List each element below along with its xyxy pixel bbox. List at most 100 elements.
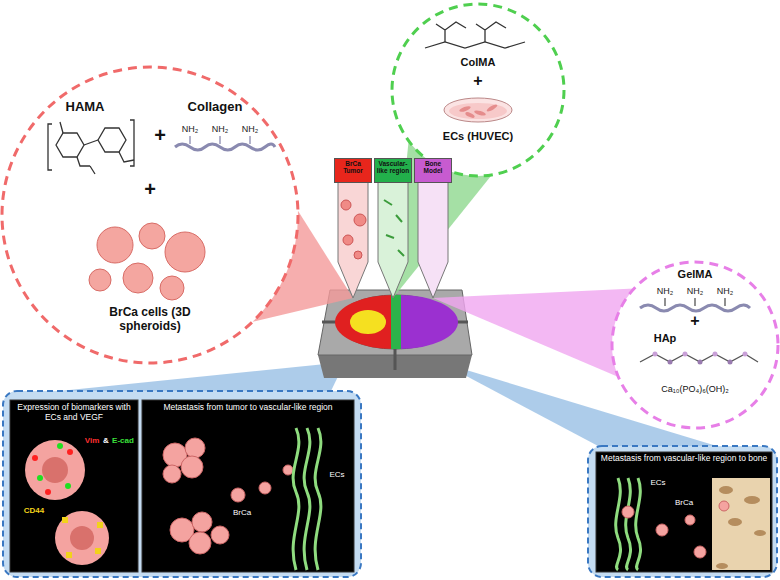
tumor-cell — [694, 546, 706, 558]
bone-lacuna — [754, 530, 766, 536]
ecad-marker — [57, 443, 63, 449]
bone-matrix — [712, 478, 770, 570]
tumor-cell — [25, 440, 85, 500]
tumor-cell — [163, 465, 181, 483]
chip-channel — [322, 321, 337, 324]
cd44-marker — [66, 552, 72, 558]
spheroid — [354, 251, 362, 259]
atom — [713, 352, 718, 357]
petri-dish — [444, 98, 512, 122]
node-text: + — [140, 178, 160, 201]
panel-background — [10, 400, 138, 572]
cd44-marker — [62, 517, 68, 523]
tube-body — [378, 182, 408, 298]
dish-rim — [444, 98, 512, 122]
tube-label-band — [335, 159, 372, 183]
tumor-cell — [189, 532, 211, 554]
amine-label: NH₂ — [178, 124, 202, 134]
node-text: BrCa Tumor — [335, 160, 371, 175]
vimentin-marker — [32, 455, 38, 461]
cell-nucleus — [70, 526, 94, 550]
endothelial-cell — [465, 111, 476, 119]
bone-lacuna — [719, 486, 733, 494]
amine-label: NH₂ — [683, 286, 707, 296]
vimentin-marker — [67, 449, 73, 455]
zoom-panel — [588, 446, 777, 577]
panel-heading: Metastasis from tumor to vascular-like r… — [148, 403, 348, 413]
atom — [743, 352, 748, 357]
marker-label: Vim — [83, 436, 101, 445]
spheroid — [139, 223, 165, 249]
node-text: ECs (HUVEC) — [433, 130, 523, 143]
amine-label: NH₂ — [208, 124, 232, 134]
node-text: ColMA — [448, 56, 508, 69]
detail-panel-outline — [142, 400, 354, 572]
material-circle: ColMA+ECs (HUVEC) — [390, 2, 566, 178]
cd44-marker — [95, 548, 101, 554]
bone-lacuna — [716, 563, 728, 569]
atom — [653, 352, 658, 357]
tumor-cell — [55, 511, 109, 565]
marker-label: & — [101, 436, 111, 445]
dish-medium — [449, 103, 507, 119]
dashed-outline — [612, 262, 778, 428]
tumor-core — [350, 310, 386, 334]
cell-label: BrCa — [227, 508, 257, 517]
dashed-outline — [392, 4, 564, 176]
material-circle-outline — [610, 260, 780, 430]
spheroid — [343, 235, 353, 245]
tumor-cell — [656, 524, 668, 536]
tumor-cell — [685, 515, 695, 525]
ecad-marker — [65, 483, 71, 489]
zoom-wedge — [40, 362, 345, 393]
vimentin-marker — [45, 489, 51, 495]
endothelial-cell — [459, 105, 472, 113]
spheroid — [123, 263, 153, 293]
endothelial-cell — [486, 103, 498, 112]
inlet-tube-outline — [334, 158, 372, 298]
amine-label: NH₂ — [713, 286, 737, 296]
node-text: Collagen — [180, 100, 250, 115]
detail-panel: Metastasis from tumor to vascular-like r… — [142, 400, 354, 572]
inlet-tube-outline — [374, 158, 412, 298]
material-circle-outline — [390, 2, 566, 178]
atom — [728, 360, 733, 365]
tumor-cell — [622, 506, 634, 518]
node-text: + — [685, 312, 705, 330]
cell-label: ECs — [323, 470, 351, 479]
endothelial-cell — [474, 110, 487, 117]
vascular-channel — [391, 295, 401, 349]
tube-body — [418, 182, 448, 298]
node-text: BrCa cells (3D spheroids) — [95, 306, 205, 334]
atom — [683, 352, 688, 357]
tube-label-band — [375, 159, 412, 183]
cell-nucleus — [42, 457, 68, 483]
inlet-tube-outline — [414, 158, 452, 298]
tumor-compartment — [335, 295, 393, 349]
inlet-tube: Vascular-like region — [374, 158, 412, 298]
tumor-cell — [192, 512, 212, 532]
spheroid — [160, 276, 184, 300]
migrating-cell — [259, 482, 271, 494]
atom — [698, 360, 703, 365]
spheroid — [89, 269, 111, 291]
node-text: GelMA — [665, 268, 725, 281]
bone-lacuna — [744, 496, 760, 504]
tumor-cell — [211, 526, 229, 544]
tumor-cell — [719, 501, 729, 511]
bone-tissue — [712, 478, 770, 570]
cell-label: ECs — [646, 478, 670, 487]
zoom-panel — [3, 391, 361, 577]
dashed-outline — [2, 67, 298, 363]
amine-label: NH₂ — [653, 286, 677, 296]
spheroid — [165, 232, 205, 272]
spheroid — [354, 214, 366, 226]
node-text: HAp — [645, 332, 685, 345]
tumor-cell — [181, 456, 203, 478]
atom — [668, 360, 673, 365]
amine-label: NH₂ — [238, 124, 262, 134]
migrating-cell — [231, 488, 245, 502]
cell-label: BrCa — [669, 498, 699, 507]
material-circle: HAMA+Collagen+BrCa cells (3D spheroids) — [0, 65, 300, 365]
